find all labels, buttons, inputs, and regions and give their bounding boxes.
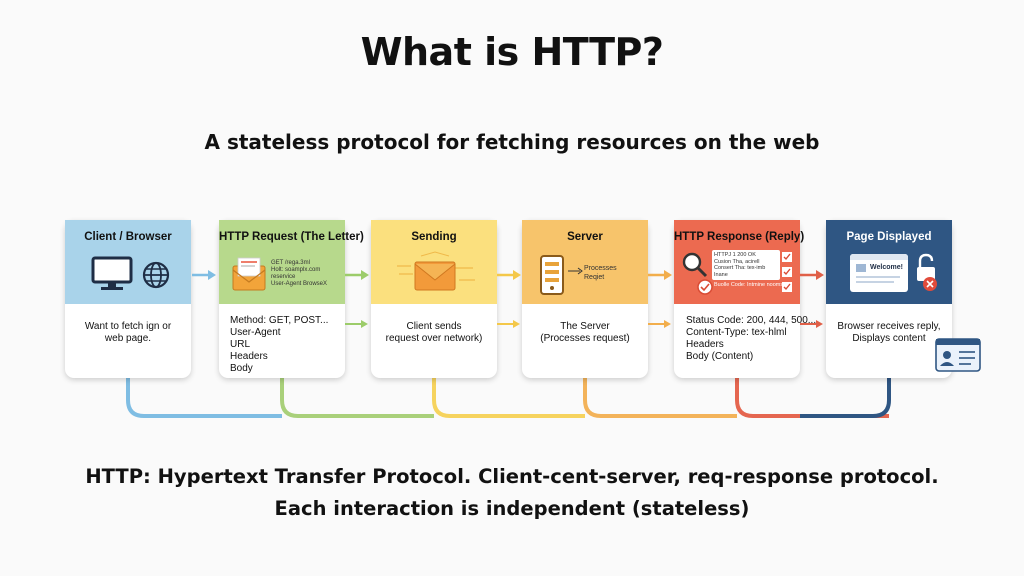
step-line: Displays content	[852, 333, 926, 344]
step-http-response: HTTP Response (Reply) HTTPJ 1 200 OK Cus…	[674, 220, 817, 378]
step-header: Page Displayed Welcome!	[826, 220, 952, 304]
step-description: Status Code: 200, 444, 500... Content-Ty…	[674, 304, 817, 378]
step-line: The Server	[560, 321, 610, 332]
step-line: Browser receives reply,	[837, 321, 941, 332]
step-line: request over network)	[385, 333, 483, 344]
step-header: Sending	[371, 220, 497, 304]
arrow-right-icon	[800, 270, 824, 280]
server-process-label: Processes Reqiet	[584, 264, 617, 282]
reply-footer: Buolle Code: Intmine noomse)	[714, 282, 788, 288]
step-line: Headers	[686, 339, 724, 350]
connector-server	[583, 378, 737, 418]
arrow-right-icon	[648, 270, 672, 280]
step-line: Method: GET, POST...	[230, 315, 329, 326]
connector-display	[800, 378, 891, 418]
monitor-icon	[91, 256, 133, 290]
arrow-right-icon	[497, 320, 520, 328]
reply-line: Cusion Tha, acirell	[714, 258, 760, 265]
step-description: The Server (Processes request)	[522, 304, 648, 395]
connector-response	[735, 378, 889, 418]
step-page-displayed: Page Displayed Welcome! Browser receives…	[826, 220, 952, 378]
unlock-icon	[917, 253, 937, 291]
arrow-right-icon	[497, 270, 521, 280]
arrow-icon	[568, 267, 583, 275]
arrow-right-icon	[345, 320, 368, 328]
request-letter-text: GET /rega.3ml Holt: soamplx.com reservic…	[271, 260, 327, 288]
step-title: Sending	[411, 231, 457, 243]
step-header: Client / Browser	[65, 220, 191, 304]
flying-envelope-icon	[397, 251, 475, 291]
step-server: Server Processes Reqiet The Server (Proc…	[522, 220, 648, 378]
step-line: (Processes request)	[540, 333, 630, 344]
letter-line: GET /rega.3ml	[271, 260, 310, 266]
document-profile-icon	[935, 338, 981, 372]
step-header: HTTP Response (Reply) HTTPJ 1 200 OK Cus…	[674, 220, 805, 304]
step-line: Body	[230, 363, 253, 374]
globe-icon	[142, 261, 170, 289]
letter-line: Holt: soamplx.com	[271, 267, 321, 273]
step-http-request: HTTP Request (The Letter) GET /rega.3ml …	[219, 220, 364, 378]
step-description: Client sends request over network)	[371, 304, 497, 395]
step-title: Page Displayed	[846, 231, 932, 243]
process-line: Processes	[584, 265, 617, 272]
step-title: HTTP Request (The Letter)	[219, 231, 364, 243]
arrow-right-icon	[345, 270, 369, 280]
step-line: Content-Type: tex-hlml	[686, 327, 787, 338]
letter-line: reservice	[271, 274, 296, 280]
page-title: What is HTTP?	[360, 30, 664, 74]
check-circle-icon	[697, 279, 713, 295]
arrow-right-icon	[800, 320, 823, 328]
step-description: Want to fetch ign or web page.	[65, 304, 191, 395]
connector-client	[126, 378, 282, 418]
reply-line: Inane	[714, 271, 728, 278]
connector-sending	[432, 378, 585, 418]
step-line: Want to fetch ign or	[84, 321, 172, 332]
step-title: Server	[567, 231, 603, 243]
response-letter: HTTPJ 1 200 OK Cusion Tha, acirell Conse…	[712, 250, 780, 280]
step-line: User-Agent	[230, 327, 281, 338]
arrow-right-icon	[192, 270, 216, 280]
letter-line: User-Agent BrowseX	[271, 281, 328, 287]
step-line: Client sends	[406, 321, 462, 332]
process-line: Reqiet	[584, 274, 605, 281]
connector-request	[280, 378, 434, 418]
step-line: web page.	[104, 333, 152, 344]
step-title: Client / Browser	[84, 231, 172, 243]
caption-line: Each interaction is independent (statele…	[274, 497, 750, 520]
welcome-text: Welcome!	[870, 264, 903, 271]
browser-window-icon: Welcome!	[850, 254, 908, 292]
step-header: Server Processes Reqiet	[522, 220, 648, 304]
envelope-icon	[232, 257, 266, 291]
reply-line: Consert Tha: tex-imb	[714, 265, 766, 271]
step-line: Status Code: 200, 444, 500...	[686, 315, 817, 326]
arrow-right-icon	[648, 320, 671, 328]
page-subtitle: A stateless protocol for fetching resour…	[204, 130, 820, 154]
step-description: Browser receives reply, Displays content	[826, 304, 952, 395]
summary-caption: HTTP: Hypertext Transfer Protocol. Clien…	[0, 461, 1024, 525]
step-line: URL	[230, 339, 251, 350]
step-header: HTTP Request (The Letter) GET /rega.3ml …	[219, 220, 364, 304]
checklist-icon	[782, 252, 792, 292]
caption-line: HTTP: Hypertext Transfer Protocol. Clien…	[85, 465, 939, 488]
step-client-browser: Client / Browser Want to fetch ign or we…	[65, 220, 191, 378]
step-title: HTTP Response (Reply)	[674, 231, 805, 243]
server-icon	[540, 255, 564, 295]
step-line: Body (Content)	[686, 351, 754, 362]
step-description: Method: GET, POST... User-Agent URL Head…	[219, 304, 345, 378]
step-line: Headers	[230, 351, 268, 362]
magnifier-icon	[682, 252, 708, 278]
step-sending: Sending Client sends request over networ…	[371, 220, 497, 378]
reply-line: HTTPJ 1 200 OK	[714, 252, 756, 258]
